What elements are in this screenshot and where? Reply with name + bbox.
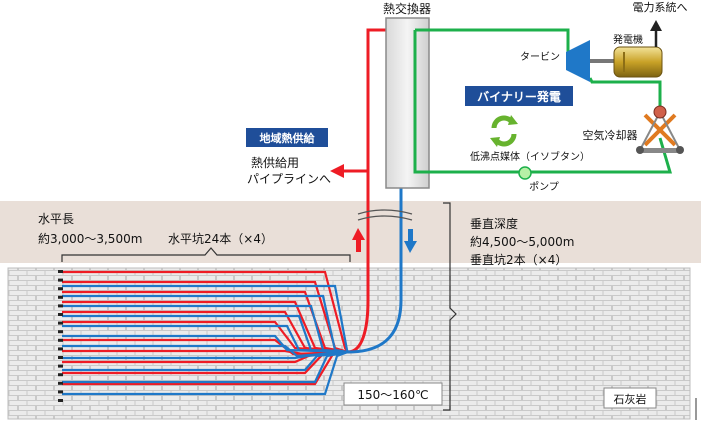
air-cooler-label: 空気冷却器 [583,128,638,142]
turbine [566,40,590,82]
well-head [58,356,63,359]
well-head [58,313,63,316]
well-head [58,321,63,325]
district-heat-arrow [330,164,344,178]
air-cooler [636,105,684,154]
pipeline-label-2: パイプラインへ [247,172,331,186]
cold-horizontal-well [62,334,349,354]
heat-exchanger [385,17,430,189]
district-heating-label: 地域熱供給 [260,131,316,145]
low-bp-medium-label: 低沸点媒体（イソブタン） [470,150,590,163]
well-head [58,295,63,299]
generator-label: 発電機 [613,33,643,46]
well-head [58,287,63,291]
heat-exchanger-label: 熱交換器 [383,1,431,16]
turbine-label: タービン [520,51,560,63]
well-head [58,347,63,351]
horizontal-wells [58,270,349,402]
horizontal-wells-label: 水平坑24本（×4） [168,231,273,246]
district-heating-box [246,128,328,147]
vertical-brace [443,202,457,411]
binary-loop [413,28,673,174]
well-head [58,399,63,402]
horizontal-length-value: 約3,000～3,500m [38,231,142,246]
cold-horizontal-well [62,350,349,396]
pump-label: ポンプ [529,181,559,193]
horizontal-length-title: 水平長 [38,212,74,226]
well-head [58,270,63,273]
binary-power-box [465,86,573,106]
pipe-break [357,209,413,221]
limestone-box [603,387,657,409]
well-head [58,373,63,377]
limestone-label: 石灰岩 [614,392,647,406]
well-head [58,364,63,368]
well-head [58,390,63,394]
pipeline-label-1: 熱供給用 [251,156,299,170]
temperature-label: 150～160℃ [357,388,428,402]
cold-horizontal-well [62,350,349,384]
to-grid-label: 電力系統へ [633,0,688,14]
temperature-box [343,382,443,406]
surface-band [0,201,701,263]
pump [518,166,532,180]
vertical-depth-value: 約4,500～5,000m [470,234,574,249]
to-grid-arrow [650,20,662,31]
recycle-icon [490,115,518,147]
well-head [58,304,63,308]
vertical-depth-title: 垂直深度 [470,216,518,231]
generator [613,46,663,78]
well-head [58,338,63,342]
well-head [58,381,63,385]
binary-power-label: バイナリー発電 [477,89,561,104]
vertical-wells-label: 垂直坑2本（×4） [470,252,567,267]
well-head [58,330,63,334]
down-arrow [404,229,417,253]
up-arrow [352,228,365,252]
horizontal-brace [61,247,351,262]
cold-vertical-well [347,38,404,354]
well-head [58,278,63,282]
